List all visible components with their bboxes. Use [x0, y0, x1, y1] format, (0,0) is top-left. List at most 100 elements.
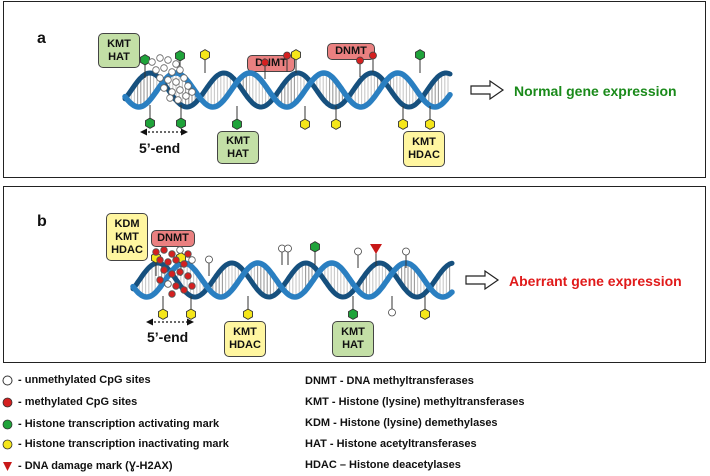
panel-a-dnmt-box-2: DNMT — [327, 43, 375, 60]
box-line: KMT — [115, 230, 139, 243]
white-cpg-mark — [160, 64, 168, 72]
white-circle-icon — [2, 375, 13, 385]
white-cpg-mark — [156, 74, 164, 82]
red-methyl-mark — [156, 276, 164, 284]
red-triangle-icon — [3, 461, 12, 471]
green-hexagon-mark — [415, 49, 425, 61]
red-methyl-mark — [356, 56, 364, 65]
box-line: KMT — [226, 134, 250, 147]
abbr-dnmt: DNMT - DNA methyltransferases — [305, 375, 474, 387]
red-methyl-mark — [168, 290, 176, 298]
white-cpg-mark — [180, 74, 188, 82]
white-cpg-mark — [176, 86, 184, 94]
red-methyl-mark — [369, 51, 377, 60]
box-line: HAT — [227, 147, 249, 160]
legend-label: - methylated CpG sites — [18, 396, 138, 408]
panel-a-dnmt-box-1: DNMT — [247, 55, 295, 72]
panel-a-kmt-hat-box-bottom: KMT HAT — [217, 131, 259, 164]
yellow-hexagon-mark — [331, 118, 341, 130]
panel-a-kmt-hat-box-top: KMT HAT — [98, 33, 140, 68]
panel-b-kmt-hdac-box: KMT HDAC — [224, 321, 266, 357]
green-circle-icon — [2, 419, 13, 429]
white-cpg-mark — [172, 78, 180, 86]
legend-label: - Histone transcription activating mark — [18, 418, 220, 430]
abbr-hdac: HDAC – Histone deacetylases — [305, 459, 461, 471]
green-hexagon-mark — [176, 117, 186, 129]
panel-b-kdm-kmt-hdac-box: KDM KMT HDAC — [106, 213, 148, 261]
white-cpg-mark — [148, 58, 156, 66]
red-methyl-mark — [160, 246, 168, 254]
green-hexagon-mark — [348, 308, 358, 320]
outcome-arrow-b — [465, 269, 500, 291]
abbr-hat: HAT - Histone acetyltransferases — [305, 438, 477, 450]
box-line: DNMT — [157, 232, 189, 244]
box-line: HAT — [108, 50, 130, 63]
red-methyl-mark — [152, 248, 160, 256]
white-cpg-mark — [168, 68, 176, 76]
white-cpg-mark — [152, 66, 160, 74]
box-line: KMT — [107, 37, 131, 50]
panel-b-kmt-hat-box: KMT HAT — [332, 321, 374, 357]
red-triangle-damage-mark — [370, 244, 382, 254]
yellow-hexagon-mark — [200, 49, 210, 61]
white-cpg-mark — [188, 88, 196, 96]
panel-b-outcome: Aberrant gene expression — [509, 273, 682, 289]
yellow-hexagon-mark — [291, 49, 301, 61]
five-end-span-arrow-b — [146, 318, 194, 326]
five-end-span-arrow-a — [140, 128, 188, 136]
legend-label: - Histone transcription inactivating mar… — [18, 438, 229, 450]
white-cpg-mark — [388, 308, 396, 317]
white-cpg-mark — [182, 92, 190, 100]
red-methyl-mark — [180, 260, 188, 268]
red-methyl-mark — [156, 256, 164, 264]
white-cpg-mark — [184, 82, 192, 90]
red-methyl-mark — [160, 266, 168, 274]
red-methyl-mark — [184, 272, 192, 280]
yellow-hexagon-mark — [425, 118, 435, 130]
box-line: KDM — [114, 217, 140, 230]
red-methyl-mark — [283, 51, 291, 60]
yellow-hexagon-mark — [420, 308, 430, 320]
box-line: KMT — [412, 136, 436, 148]
red-circle-icon — [2, 397, 13, 407]
legend-label: - unmethylated CpG sites — [18, 374, 151, 386]
green-hexagon-mark — [310, 241, 320, 253]
white-cpg-mark — [402, 247, 410, 256]
epigenetic-marks — [140, 49, 435, 320]
white-cpg-mark — [205, 255, 213, 264]
abbr-kmt: KMT - Histone (lysine) methyltransferase… — [305, 396, 525, 408]
legend-dna-damage: - DNA damage mark (Ɣ-H2AX) — [2, 460, 173, 472]
white-cpg-mark — [156, 54, 164, 62]
yellow-hexagon-mark — [398, 118, 408, 130]
white-cpg-mark — [176, 246, 184, 254]
white-cpg-mark — [168, 88, 176, 96]
box-line: HAT — [342, 339, 364, 351]
green-hexagon-mark — [232, 118, 242, 130]
legend-inactivating-mark: - Histone transcription inactivating mar… — [2, 438, 229, 450]
red-methyl-mark — [168, 270, 176, 278]
red-methyl-mark — [180, 286, 188, 294]
legend-unmethylated: - unmethylated CpG sites — [2, 374, 151, 386]
abbr-kdm: KDM - Histone (lysine) demethylases — [305, 417, 498, 429]
box-line: KMT — [341, 326, 365, 338]
green-hexagon-mark — [145, 117, 155, 129]
legend-activating-mark: - Histone transcription activating mark — [2, 418, 219, 430]
white-cpg-mark — [188, 256, 196, 264]
panel-a-outcome: Normal gene expression — [514, 83, 677, 99]
yellow-hexagon-mark — [186, 308, 196, 320]
panel-b-five-end-label: 5’-end — [147, 329, 189, 345]
white-cpg-mark — [164, 56, 172, 64]
red-methyl-mark — [184, 250, 192, 258]
box-line: HDAC — [111, 243, 143, 256]
outcome-arrow-a — [470, 79, 505, 101]
white-cpg-mark — [176, 66, 184, 74]
box-line: HDAC — [229, 339, 261, 351]
legend-methylated: - methylated CpG sites — [2, 396, 137, 408]
white-cpg-mark — [354, 247, 362, 256]
box-line: KMT — [233, 326, 257, 338]
white-cpg-mark — [166, 94, 174, 102]
legend-label: - DNA damage mark (Ɣ-H2AX) — [18, 460, 173, 472]
red-methyl-mark — [172, 282, 180, 290]
red-methyl-mark — [261, 58, 269, 67]
box-line: HDAC — [408, 149, 440, 161]
